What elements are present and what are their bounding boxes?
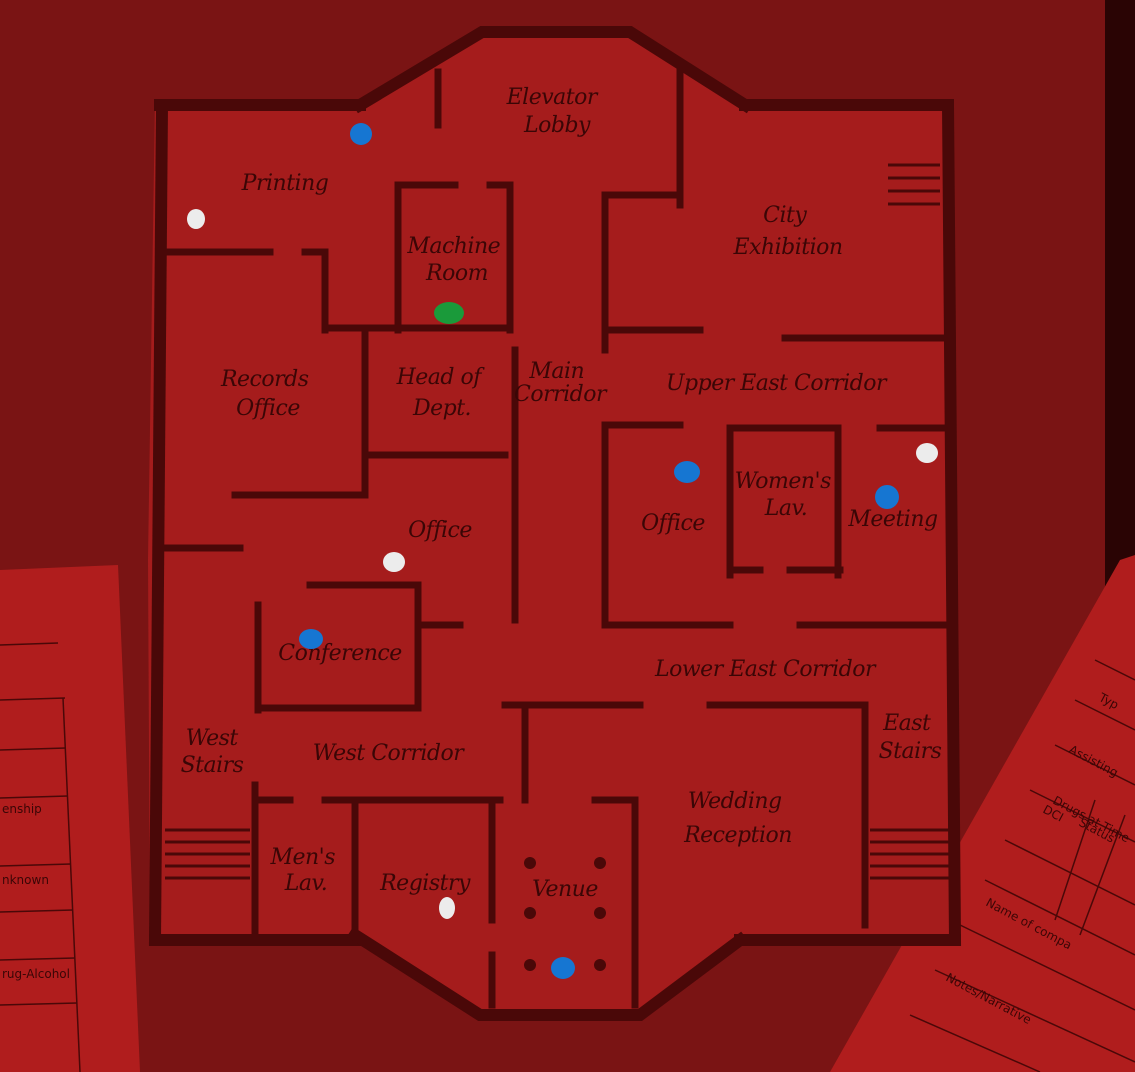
- label-east-stairs-2: Stairs: [879, 739, 942, 764]
- room-meeting: Meeting: [847, 507, 938, 532]
- label-printing: Printing: [241, 171, 329, 196]
- label-machine-room-1: Machine: [406, 234, 500, 259]
- room-west-corridor: West Corridor: [313, 741, 465, 766]
- label-west-corridor: West Corridor: [313, 741, 465, 766]
- label-head-of-dept-1: Head of: [396, 365, 486, 390]
- paper-sheet-left: enship nknown rug-Alcohol: [0, 565, 140, 1072]
- label-wedding-reception-2: Reception: [683, 823, 792, 848]
- blue-marker[interactable]: [875, 485, 899, 509]
- room-wedding-reception: Wedding Reception: [683, 789, 792, 848]
- room-conference: Conference: [278, 641, 402, 666]
- room-west-stairs: West Stairs: [181, 726, 245, 778]
- paper-left-row-3: rug-Alcohol: [2, 967, 70, 981]
- stairs-west-icon: [165, 828, 250, 880]
- label-west-stairs-2: Stairs: [181, 753, 244, 778]
- paper-left-row-2: nknown: [2, 873, 49, 887]
- label-mens-lav-1: Men's: [269, 845, 335, 870]
- label-meeting: Meeting: [847, 507, 938, 532]
- stairs-east-icon: [870, 828, 950, 880]
- room-elevator-lobby: Elevator Lobby: [506, 85, 604, 138]
- room-printing: Printing: [241, 171, 329, 196]
- label-city-exhibition-1: City: [763, 203, 807, 228]
- white-marker[interactable]: [187, 209, 205, 229]
- label-west-stairs-1: West: [186, 726, 239, 751]
- room-lower-east-corridor: Lower East Corridor: [654, 657, 877, 682]
- label-womens-lav-1: Women's: [735, 469, 831, 494]
- label-records-office-2: Office: [236, 396, 300, 421]
- room-machine-room: Machine Room: [406, 234, 506, 286]
- label-elevator-lobby-2: Lobby: [523, 113, 591, 138]
- room-mens-lav: Men's Lav.: [269, 845, 341, 896]
- room-city-exhibition: City Exhibition: [732, 203, 842, 260]
- white-marker[interactable]: [439, 897, 455, 919]
- blue-marker[interactable]: [674, 461, 700, 483]
- room-head-of-dept: Head of Dept.: [396, 365, 488, 421]
- label-wedding-reception-1: Wedding: [688, 789, 782, 814]
- label-registry: Registry: [379, 871, 471, 896]
- label-office-center: Office: [408, 518, 472, 543]
- label-womens-lav-2: Lav.: [764, 496, 808, 521]
- label-upper-east-corridor: Upper East Corridor: [666, 371, 888, 396]
- room-office-east: Office: [641, 511, 705, 536]
- label-elevator-lobby-1: Elevator: [506, 85, 599, 110]
- room-womens-lav: Women's Lav.: [735, 469, 838, 521]
- walls: [148, 26, 962, 1021]
- room-registry: Registry: [379, 871, 471, 896]
- label-conference: Conference: [278, 641, 402, 666]
- blue-marker[interactable]: [299, 629, 323, 649]
- label-machine-room-2: Room: [425, 261, 488, 286]
- white-marker[interactable]: [916, 443, 938, 463]
- label-main-corridor-2: Corridor: [514, 382, 608, 407]
- label-records-office-1: Records: [220, 367, 309, 392]
- blue-marker[interactable]: [551, 957, 575, 979]
- label-venue: Venue: [532, 877, 598, 902]
- label-mens-lav-2: Lav.: [284, 871, 328, 896]
- room-venue: Venue: [532, 877, 598, 902]
- white-marker[interactable]: [383, 552, 405, 572]
- label-city-exhibition-2: Exhibition: [732, 235, 842, 260]
- room-main-corridor: Main Corridor: [514, 359, 608, 407]
- stairs-northeast-icon: [888, 163, 940, 206]
- label-head-of-dept-2: Dept.: [412, 396, 471, 421]
- label-east-stairs-1: East: [882, 711, 931, 736]
- label-office-east: Office: [641, 511, 705, 536]
- building-floor: [148, 30, 960, 1015]
- label-main-corridor-1: Main: [528, 359, 584, 384]
- map-markers: [187, 123, 938, 979]
- venue-columns: [524, 857, 606, 971]
- label-lower-east-corridor: Lower East Corridor: [654, 657, 877, 682]
- blue-marker[interactable]: [350, 123, 372, 145]
- paper-left-row-1: enship: [2, 802, 42, 816]
- room-upper-east-corridor: Upper East Corridor: [666, 371, 888, 396]
- green-marker[interactable]: [434, 302, 464, 324]
- room-east-stairs: East Stairs: [879, 711, 942, 764]
- room-records-office: Records Office: [220, 367, 315, 421]
- room-office-center: Office: [408, 518, 472, 543]
